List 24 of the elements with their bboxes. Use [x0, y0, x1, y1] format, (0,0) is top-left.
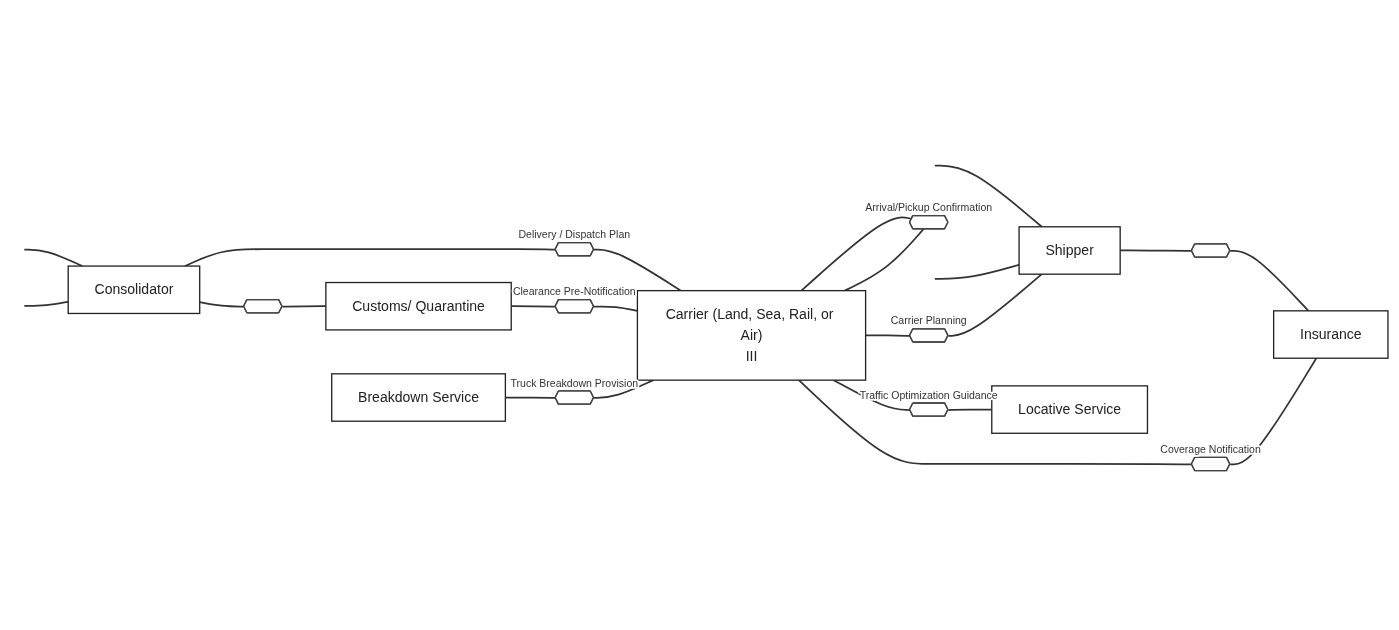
connector: [504, 396, 556, 399]
node-box: Insurance: [1272, 310, 1389, 359]
hexagon-caption: Carrier Planning: [890, 314, 967, 327]
node-box: Breakdown Service: [330, 373, 506, 422]
connector: [183, 248, 556, 267]
node-box: Carrier (Land, Sea, Rail, or Air) III: [636, 289, 866, 381]
connector: [1228, 249, 1309, 312]
hexagon-caption: Delivery / Dispatch Plan: [518, 228, 630, 241]
connector: [22, 248, 83, 267]
hexagon-caption: Clearance Pre-Notification: [512, 285, 636, 298]
node-box: Consolidator: [67, 265, 200, 315]
node-box: Customs/ Quarantine: [324, 281, 512, 331]
connector: [800, 216, 913, 292]
connector: [946, 273, 1043, 337]
node-box: Shipper: [1017, 226, 1121, 275]
connector: [592, 379, 654, 399]
connector: [592, 248, 682, 292]
connector: [933, 164, 1043, 228]
connector: [843, 228, 924, 292]
connector: [1228, 357, 1317, 466]
hexagon-caption: Arrival/Pickup Confirmation: [864, 201, 992, 214]
connector: [797, 379, 1193, 466]
connector: [832, 379, 911, 411]
hexagon-caption: Truck Breakdown Provision: [510, 376, 638, 389]
